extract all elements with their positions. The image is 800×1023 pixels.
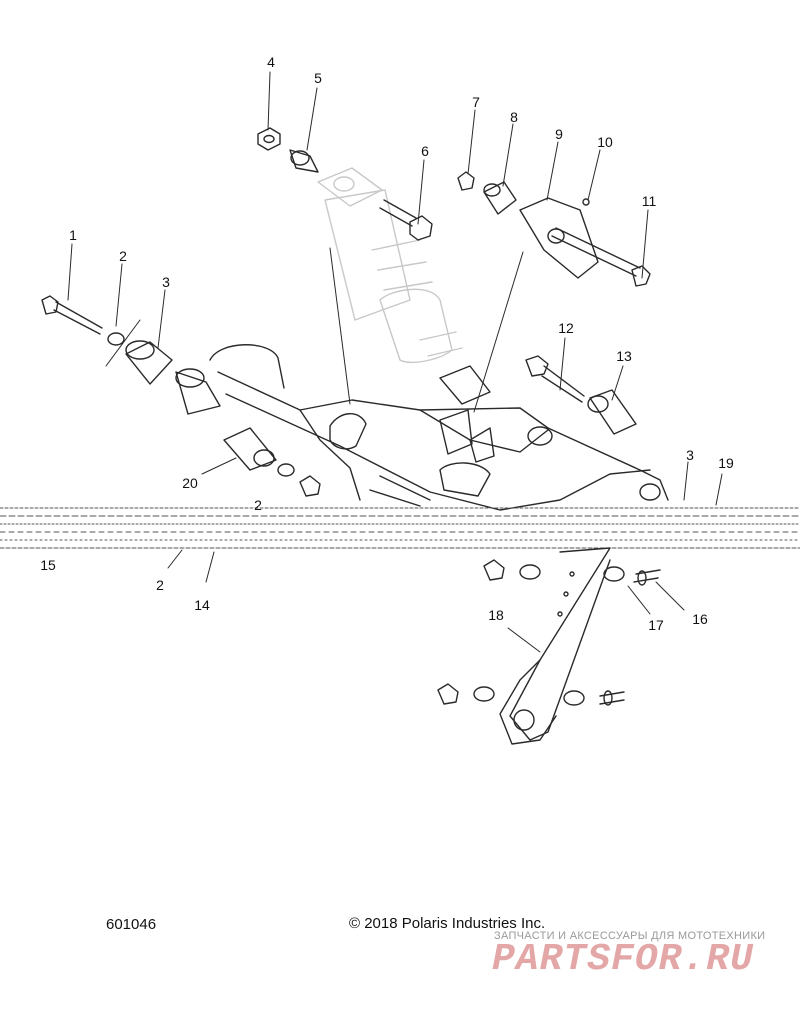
callout-19: 19 (718, 455, 734, 471)
lower-link (437, 547, 661, 745)
callout-2-upper: 2 (119, 248, 127, 264)
watermark-logo: PARTSFOR.RU (492, 938, 754, 981)
callout-18: 18 (488, 607, 504, 623)
callout-4: 4 (267, 54, 275, 70)
callout-13: 13 (616, 348, 632, 364)
lower-hardware (223, 355, 637, 497)
copyright-notice: © 2018 Polaris Industries Inc. (349, 915, 546, 932)
shock-absorber (317, 167, 463, 364)
callout-9: 9 (555, 126, 563, 142)
callout-1: 1 (69, 227, 77, 243)
callout-8: 8 (510, 109, 518, 125)
callout-3-left: 3 (162, 274, 170, 290)
leader-lines (67, 71, 723, 653)
callout-14: 14 (194, 597, 210, 613)
watermark-caption: ЗАПЧАСТИ И АКСЕССУАРЫ ДЛЯ МОТОТЕХНИКИ (494, 930, 766, 942)
callout-labels: 4 5 6 7 8 9 10 11 1 2 3 12 13 3 19 20 2 … (40, 54, 734, 633)
a-arm-frame (209, 344, 669, 511)
upper-hardware (257, 127, 651, 287)
left-hardware (41, 295, 221, 415)
callout-2-lower: 2 (156, 577, 164, 593)
callout-17: 17 (648, 617, 664, 633)
callout-11: 11 (642, 193, 657, 209)
callout-16: 16 (692, 611, 708, 627)
rail-strip (0, 507, 800, 549)
callout-12: 12 (558, 320, 574, 336)
callout-6: 6 (421, 143, 429, 159)
callout-20: 20 (182, 475, 198, 491)
callout-10: 10 (597, 134, 613, 150)
diagram-id: 601046 (106, 916, 157, 933)
callout-3-right: 3 (686, 447, 694, 463)
callout-2-middle: 2 (254, 497, 262, 513)
callout-5: 5 (314, 70, 322, 86)
callout-7: 7 (472, 94, 480, 110)
callout-15: 15 (40, 557, 56, 573)
